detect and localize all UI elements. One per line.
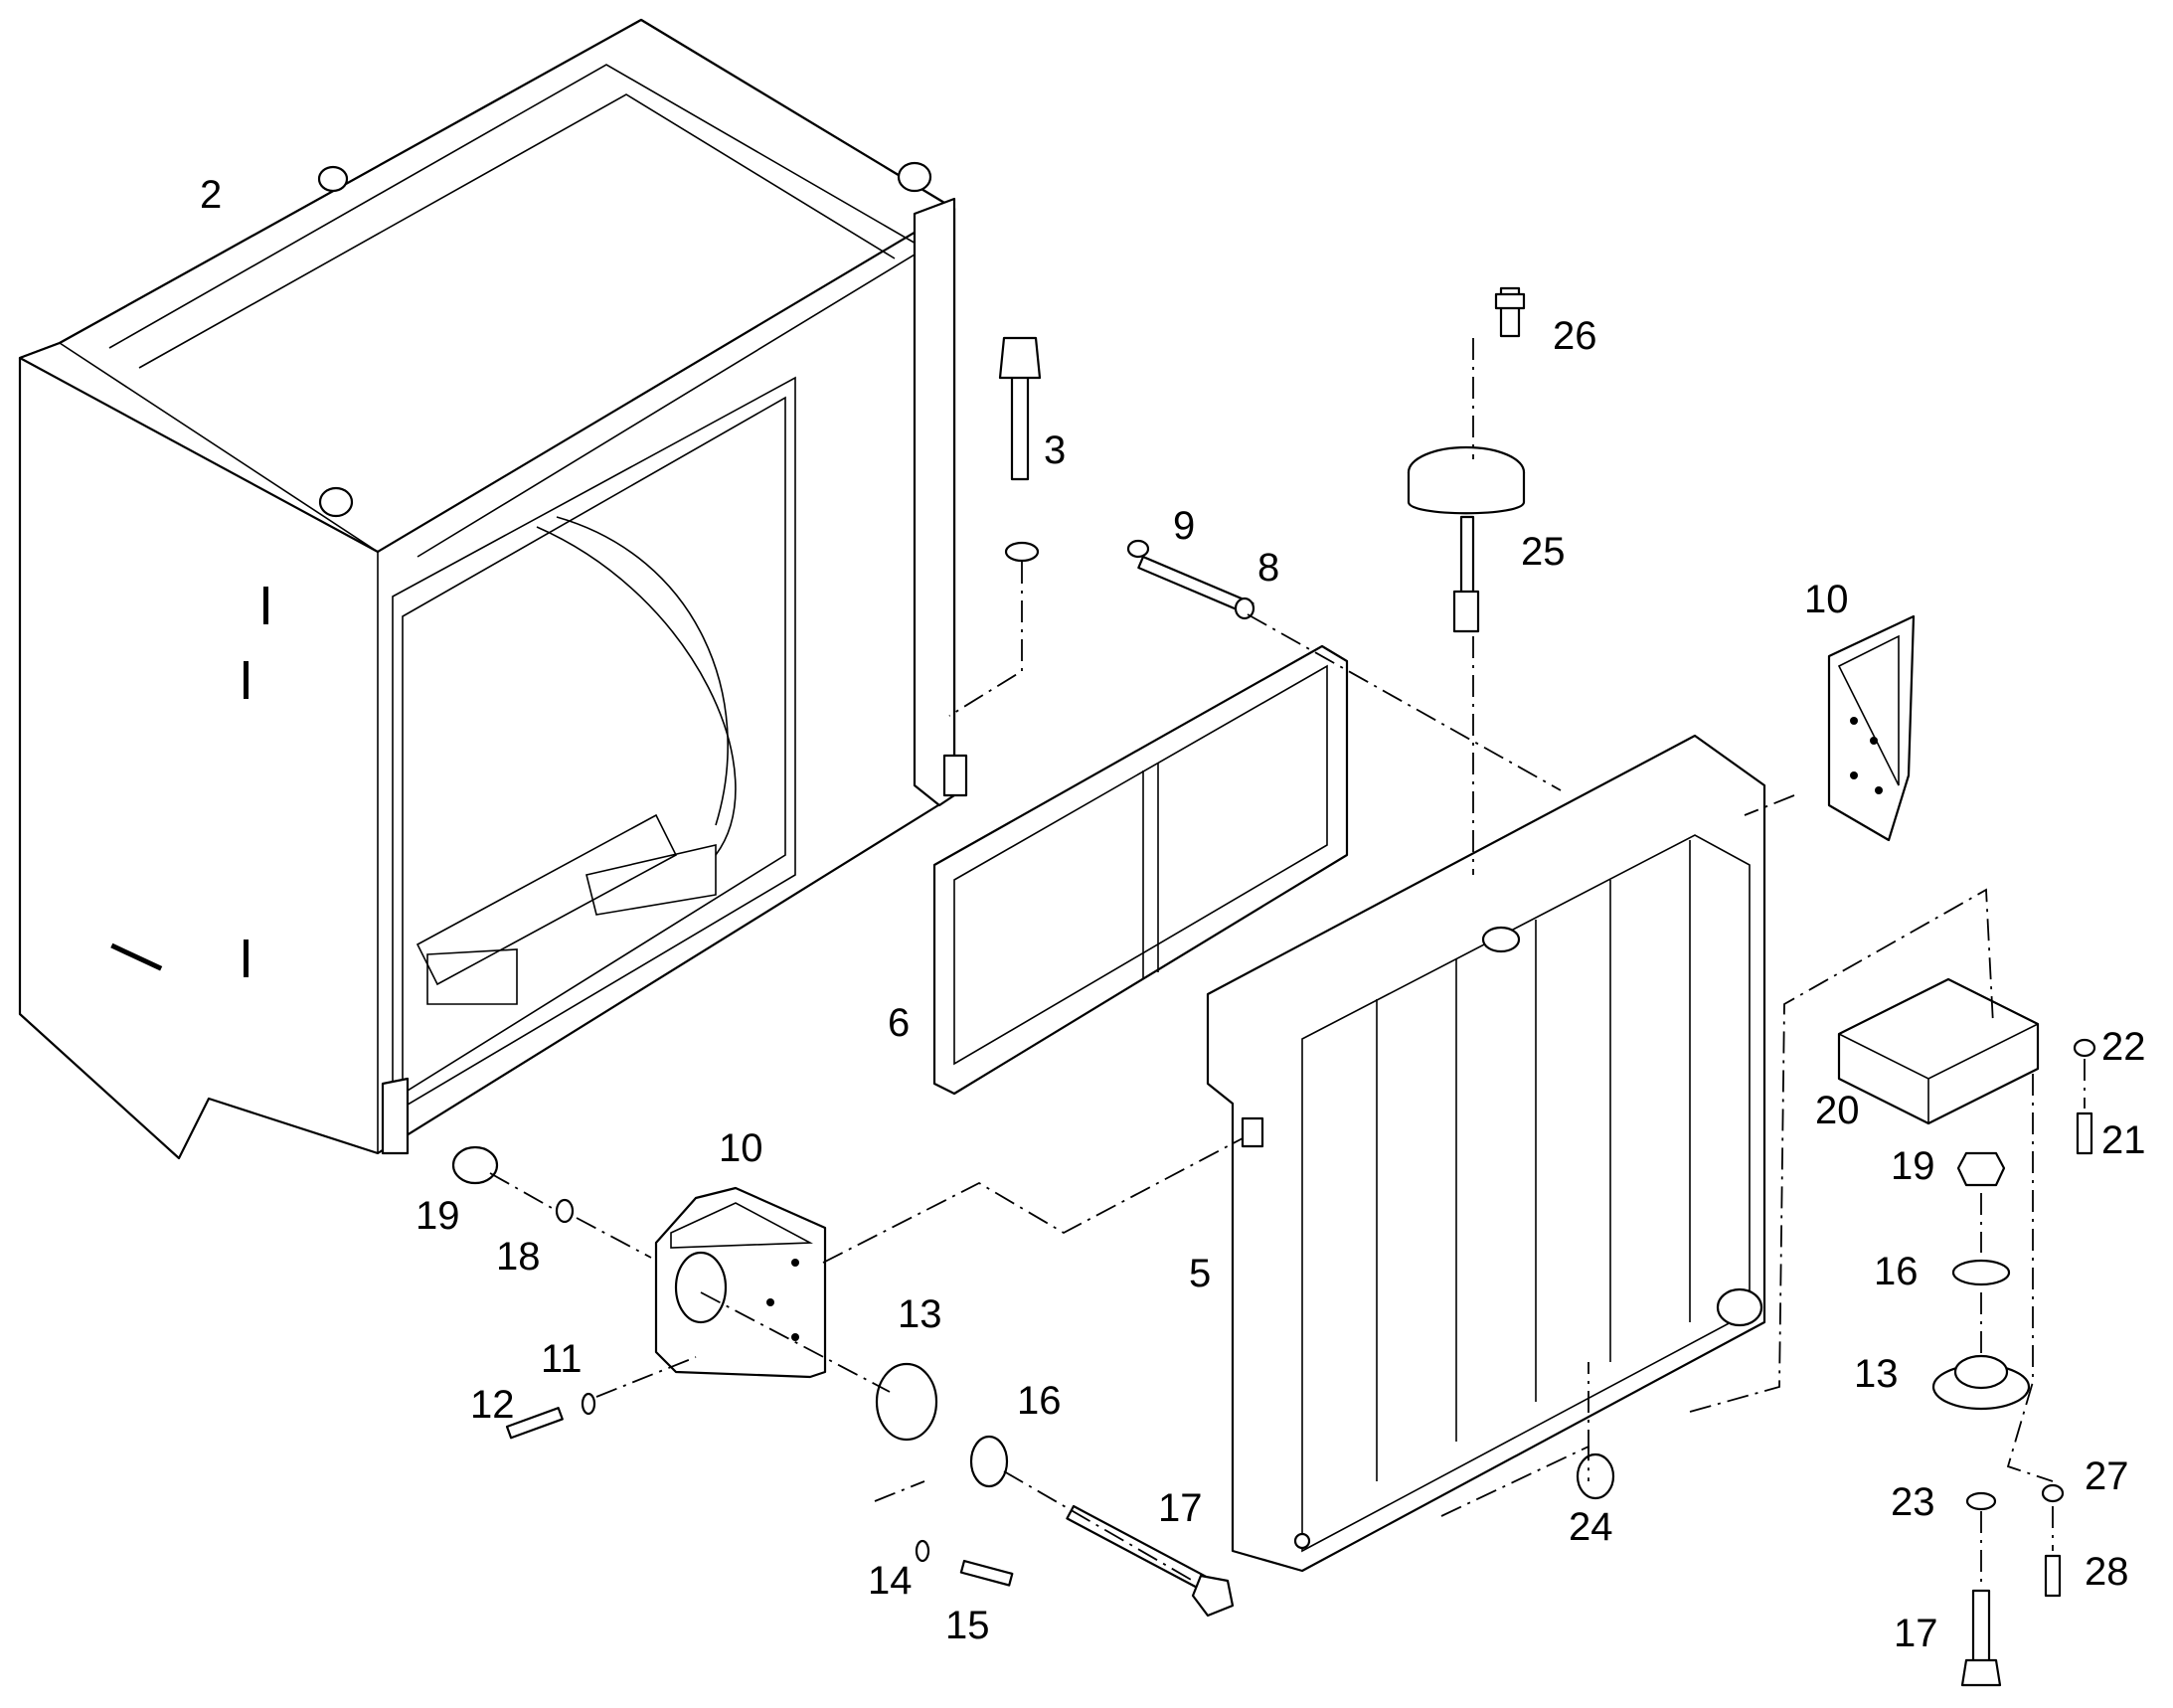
callout-16a: 16 xyxy=(1017,1379,1062,1423)
callout-10a: 10 xyxy=(1804,578,1849,621)
callout-10b: 10 xyxy=(719,1126,763,1170)
callout-21: 21 xyxy=(2101,1118,2146,1162)
bracket-left xyxy=(654,1186,827,1379)
tray xyxy=(1837,977,2040,1125)
bracket-right xyxy=(1827,614,1916,842)
callout-16b: 16 xyxy=(1874,1250,1919,1293)
callout-17a: 17 xyxy=(1158,1486,1203,1530)
cap-assembly xyxy=(1407,286,1526,633)
callout-24: 24 xyxy=(1569,1505,1613,1549)
callout-18: 18 xyxy=(496,1235,541,1279)
frame-housing xyxy=(18,18,968,1160)
callout-5: 5 xyxy=(1189,1252,1212,1295)
hardware xyxy=(451,336,2096,1687)
callout-23: 23 xyxy=(1891,1480,1935,1524)
callout-13a: 13 xyxy=(898,1292,942,1336)
callout-2: 2 xyxy=(200,173,223,217)
callout-13b: 13 xyxy=(1854,1352,1899,1396)
callout-3: 3 xyxy=(1044,428,1067,472)
callout-12: 12 xyxy=(470,1383,515,1427)
callout-22: 22 xyxy=(2101,1025,2146,1069)
leader-lines xyxy=(489,338,2086,1586)
callout-9: 9 xyxy=(1173,504,1196,548)
callout-17b: 17 xyxy=(1894,1612,1938,1655)
callout-20: 20 xyxy=(1815,1089,1860,1132)
filter-frame xyxy=(932,644,1349,1096)
callout-26: 26 xyxy=(1553,314,1597,358)
callout-6: 6 xyxy=(888,1001,911,1045)
callout-19b: 19 xyxy=(1891,1144,1935,1188)
callout-11: 11 xyxy=(541,1337,583,1381)
callout-14: 14 xyxy=(868,1559,913,1603)
callout-15: 15 xyxy=(945,1604,990,1647)
radiator-core xyxy=(1206,734,1766,1573)
callout-28: 28 xyxy=(2085,1550,2129,1594)
callout-25: 25 xyxy=(1521,530,1566,574)
callout-27: 27 xyxy=(2085,1454,2129,1498)
callout-8: 8 xyxy=(1257,546,1280,590)
callout-19a: 19 xyxy=(416,1194,460,1238)
